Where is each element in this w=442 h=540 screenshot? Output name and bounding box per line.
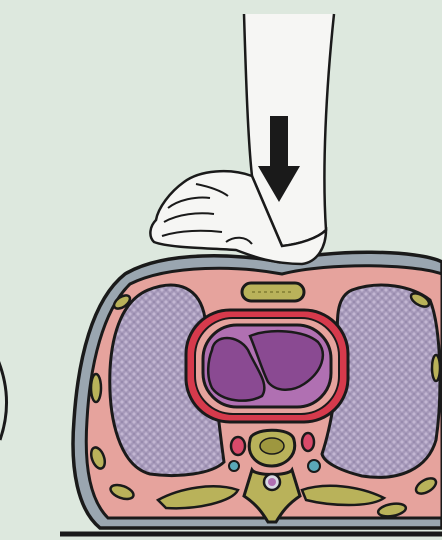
artery-right [302,433,314,451]
vein-right [308,460,320,472]
thorax-cross-section [73,252,442,528]
vertebral-inner [260,438,284,454]
vein-left [229,461,239,471]
spinal-cord [268,478,276,486]
aorta [231,437,245,455]
